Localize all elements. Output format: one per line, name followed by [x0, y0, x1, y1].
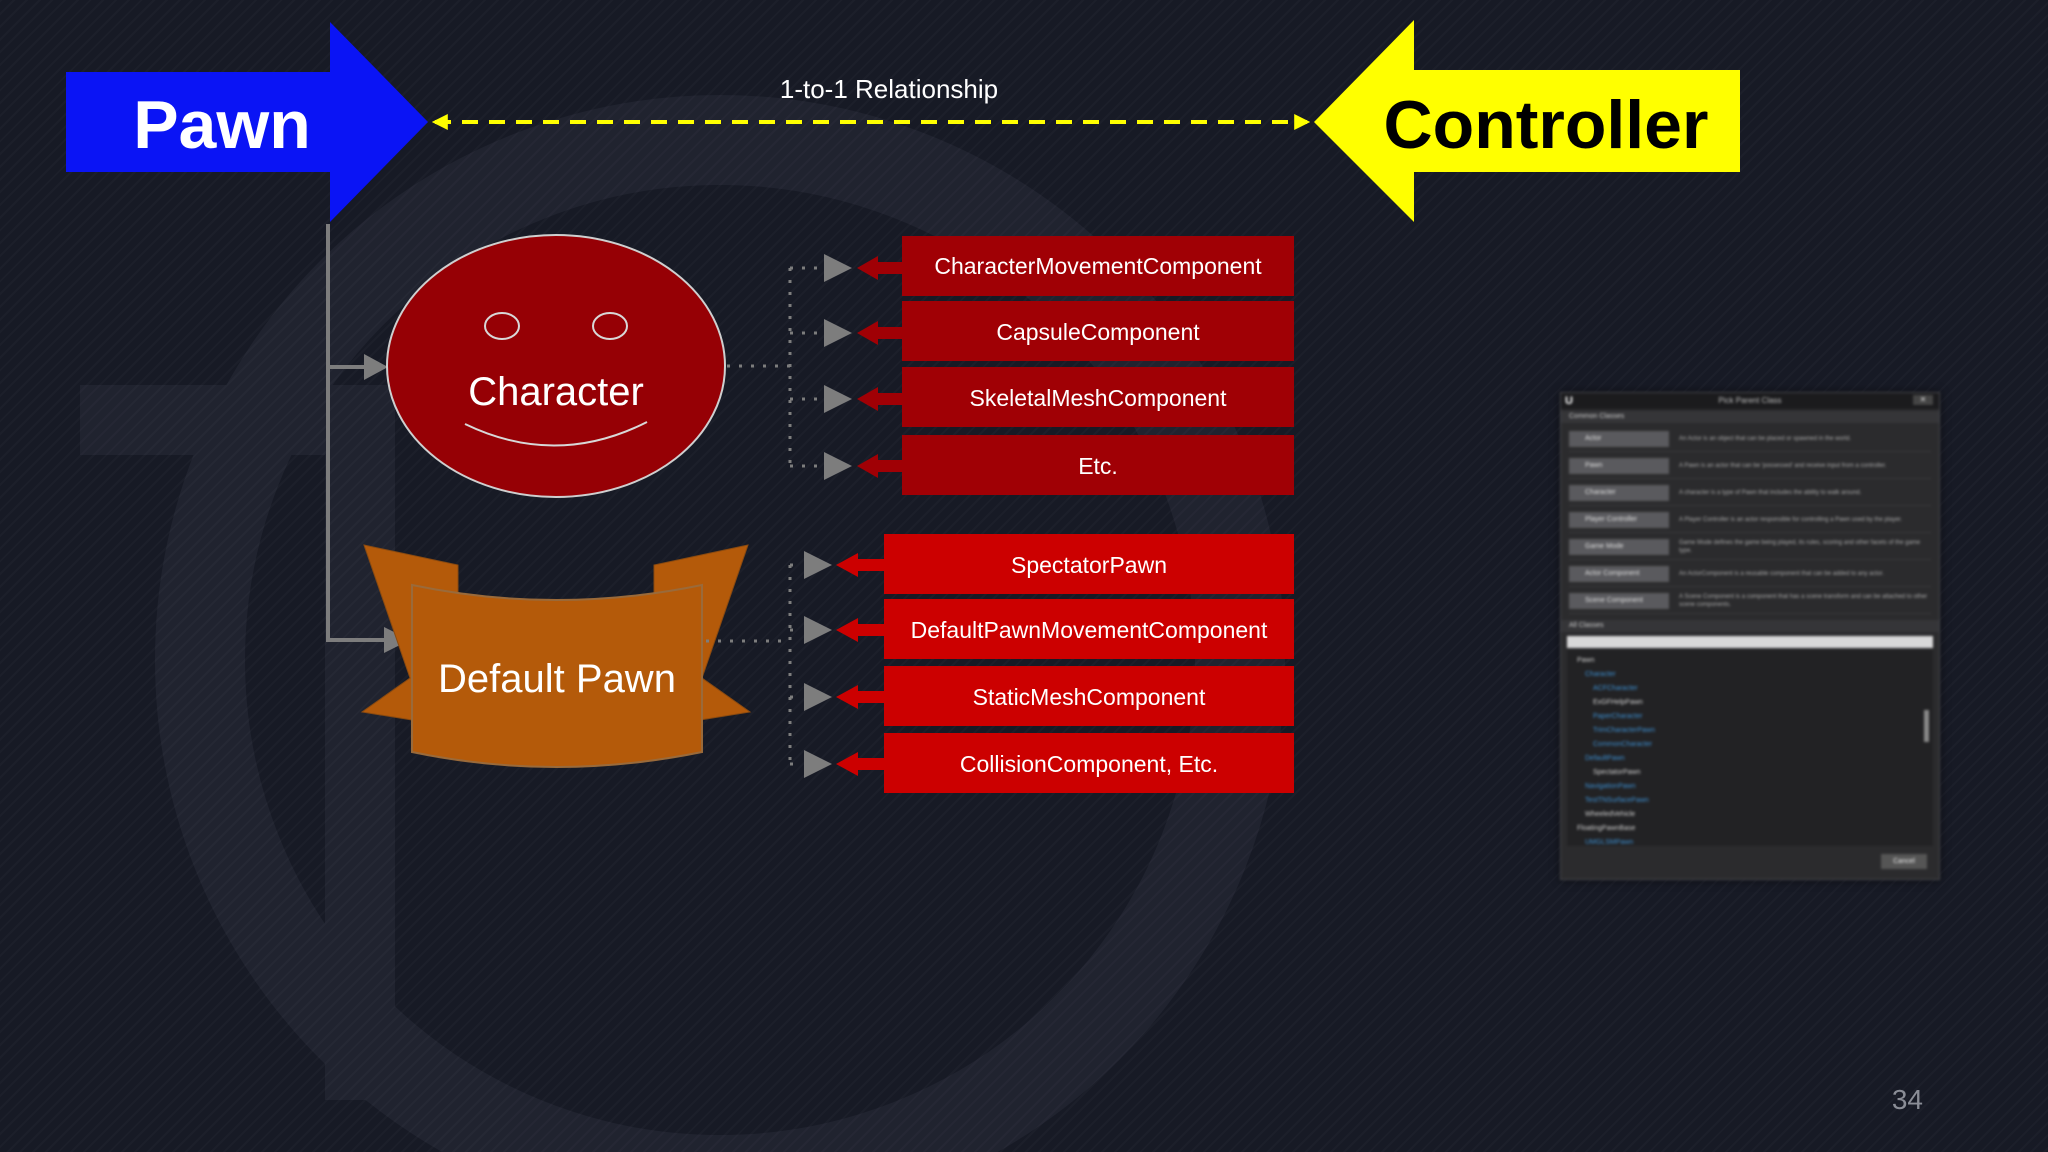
tree-item[interactable]: WheeledVehicle	[1577, 808, 1923, 822]
character-label: Character	[468, 370, 644, 414]
class-row: Actor An Actor is an object that can be …	[1569, 427, 1931, 452]
cancel-button[interactable]: Cancel	[1881, 854, 1927, 869]
character-component-row: CharacterMovementComponent	[790, 236, 1294, 296]
class-button[interactable]: Game Mode	[1569, 539, 1669, 555]
class-button[interactable]: Scene Component	[1569, 593, 1669, 609]
class-description: An ActorComponent is a reusable componen…	[1679, 570, 1884, 578]
class-button[interactable]: Character	[1569, 485, 1669, 501]
class-description: A Player Controller is an actor responsi…	[1679, 516, 1902, 524]
class-button[interactable]: Actor Component	[1569, 566, 1669, 582]
character-component-label: CharacterMovementComponent	[934, 253, 1262, 279]
class-description: A Pawn is an actor that can be 'possesse…	[1679, 462, 1886, 470]
class-description: An Actor is an object that can be placed…	[1679, 435, 1851, 443]
character-components: CharacterMovementComponent CapsuleCompon…	[727, 236, 1294, 495]
tree-item[interactable]: Pawn	[1577, 654, 1923, 668]
common-classes-list: Actor An Actor is an object that can be …	[1561, 423, 1939, 618]
default-pawn-component-row: StaticMeshComponent	[790, 666, 1294, 726]
class-button[interactable]: Pawn	[1569, 458, 1669, 474]
character-component-label: SkeletalMeshComponent	[970, 385, 1228, 411]
class-description: A character is a type of Pawn that inclu…	[1679, 489, 1861, 497]
class-button[interactable]: Player Controller	[1569, 512, 1669, 528]
class-tree: Pawn Character ACFCharacter ExGFHelpPawn…	[1567, 650, 1933, 846]
tree-item[interactable]: TestTNSurfacePawn	[1577, 794, 1923, 808]
controller-label: Controller	[1384, 87, 1709, 163]
tree-item[interactable]: DefaultPawn	[1577, 752, 1923, 766]
all-classes-header: All Classes	[1561, 620, 1939, 632]
default-pawn-component-row: DefaultPawnMovementComponent	[790, 599, 1294, 659]
tree-item[interactable]: PaperCharacter	[1577, 710, 1923, 724]
common-classes-header: Common Classes	[1561, 411, 1939, 423]
tree-item[interactable]: CommonCharacter	[1577, 738, 1923, 752]
dialog-title: Pick Parent Class	[1561, 396, 1939, 405]
default-pawn-component-label: DefaultPawnMovementComponent	[911, 617, 1268, 643]
class-button[interactable]: Actor	[1569, 431, 1669, 447]
default-pawn-component-row: CollisionComponent, Etc.	[790, 733, 1294, 793]
tree-item[interactable]: SpectatorPawn	[1577, 766, 1923, 780]
default-pawn-component-label: SpectatorPawn	[1011, 552, 1167, 578]
tree-scrollbar[interactable]	[1924, 710, 1929, 742]
tree-item[interactable]: UMGLSMPawn	[1577, 836, 1923, 850]
slide-number: 34	[1892, 1084, 1923, 1115]
tree-item[interactable]: Character	[1577, 668, 1923, 682]
pawn-arrow: Pawn	[66, 22, 428, 222]
dialog-titlebar: U Pick Parent Class ✕	[1561, 393, 1939, 409]
character-component-row: Etc.	[790, 435, 1294, 495]
character-component-label: Etc.	[1078, 453, 1118, 479]
relationship-connector: 1-to-1 Relationship	[435, 74, 1307, 122]
class-row: Character A character is a type of Pawn …	[1569, 481, 1931, 506]
tree-item[interactable]: NavigationPawn	[1577, 780, 1923, 794]
character-component-row: SkeletalMeshComponent	[790, 367, 1294, 427]
tree-item[interactable]: ACFCharacter	[1577, 682, 1923, 696]
relationship-label: 1-to-1 Relationship	[780, 74, 998, 104]
character-component-row: CapsuleComponent	[790, 301, 1294, 361]
class-row: Pawn A Pawn is an actor that can be 'pos…	[1569, 454, 1931, 479]
class-description: A Scene Component is a component that ha…	[1679, 593, 1931, 609]
pick-parent-class-dialog: U Pick Parent Class ✕ Common Classes Act…	[1560, 392, 1940, 880]
default-pawn-component-label: CollisionComponent, Etc.	[960, 751, 1218, 777]
default-pawn-node: Default Pawn	[362, 545, 750, 767]
close-button[interactable]: ✕	[1913, 395, 1933, 405]
class-row: Actor Component An ActorComponent is a r…	[1569, 562, 1931, 587]
default-pawn-component-row: SpectatorPawn	[790, 534, 1294, 594]
class-search-input[interactable]	[1567, 636, 1933, 648]
default-pawn-label: Default Pawn	[438, 657, 676, 701]
class-row: Game Mode Game Mode defines the game bei…	[1569, 535, 1931, 560]
tree-item[interactable]: ExGFHelpPawn	[1577, 696, 1923, 710]
pawn-label: Pawn	[133, 87, 311, 163]
class-row: Scene Component A Scene Component is a c…	[1569, 589, 1931, 614]
class-description: Game Mode defines the game being played,…	[1679, 539, 1931, 555]
default-pawn-component-label: StaticMeshComponent	[973, 684, 1206, 710]
controller-arrow: Controller	[1314, 20, 1740, 222]
character-component-label: CapsuleComponent	[996, 319, 1200, 345]
tree-item[interactable]: TrimCharacterPawn	[1577, 724, 1923, 738]
tree-item[interactable]: FloatingPawnBase	[1577, 822, 1923, 836]
character-node: Character	[387, 235, 725, 497]
class-row: Player Controller A Player Controller is…	[1569, 508, 1931, 533]
